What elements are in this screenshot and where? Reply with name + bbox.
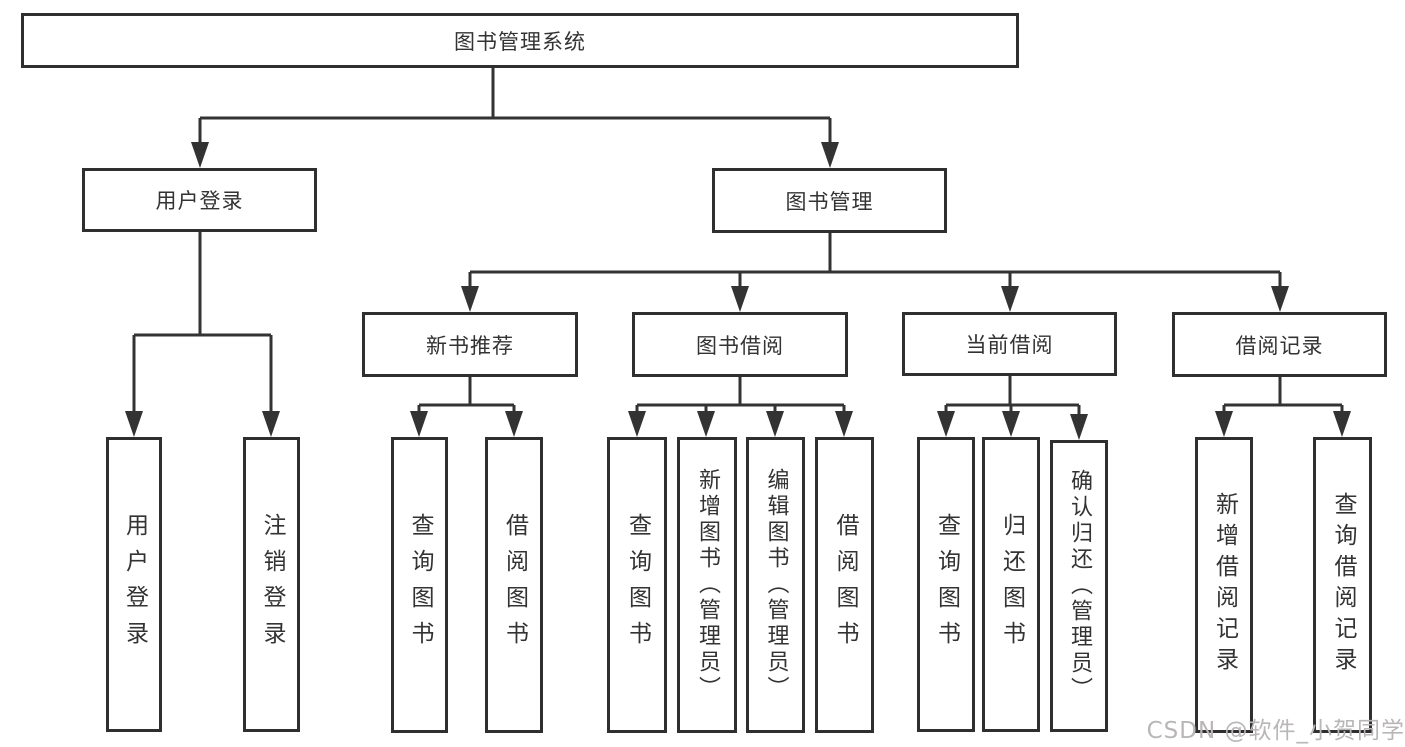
node-user-login-label: 用户登录 [155,189,244,213]
node-book-management-label: 图书管理 [785,189,874,214]
leaf-newbook-query-label: 查询图书 [407,513,433,657]
node-current-borrow-label: 当前借阅 [965,333,1054,357]
leaf-current-confirm-admin-label: 确认归还（管理员） [1067,469,1092,703]
connector-paths [132,68,1344,418]
leaf-records-add-label: 新增借阅记录 [1211,492,1238,678]
leaf-borrow-borrow-label: 借阅图书 [832,513,858,657]
leaf-newbook-borrow-label: 借阅图书 [501,513,528,657]
leaf-user-login-label: 用户登录 [121,512,148,657]
node-borrow-records: 借阅记录 [1172,312,1387,377]
leaf-records-add: 新增借阅记录 [1195,437,1253,733]
node-current-borrow: 当前借阅 [902,312,1117,376]
leaf-records-query: 查询借阅记录 [1313,437,1372,733]
leaf-borrow-query: 查询图书 [607,437,667,733]
leaf-borrow-borrow: 借阅图书 [815,437,874,733]
node-new-book-recommend: 新书推荐 [362,312,578,377]
leaf-logout-label: 注销登录 [259,512,285,657]
leaf-borrow-edit-admin: 编辑图书（管理员） [746,437,805,733]
leaf-newbook-query: 查询图书 [391,437,448,733]
leaf-current-return-label: 归还图书 [998,512,1025,657]
leaf-borrow-edit-admin-label: 编辑图书（管理员） [763,468,789,702]
node-new-book-recommend-label: 新书推荐 [426,333,514,358]
leaf-borrow-add-admin-label: 新增图书（管理员） [695,468,720,702]
node-root-label: 图书管理系统 [454,29,586,54]
leaf-logout: 注销登录 [243,437,300,732]
node-book-borrow-label: 图书借阅 [696,333,784,358]
leaf-records-query-label: 查询借阅记录 [1330,492,1356,678]
arrowheads [125,142,1351,440]
leaf-borrow-add-admin: 新增图书（管理员） [677,437,737,733]
node-book-borrow: 图书借阅 [632,312,848,377]
watermark: CSDN @软件_小贺同学 [1146,718,1405,744]
leaf-borrow-query-label: 查询图书 [624,513,651,657]
node-borrow-records-label: 借阅记录 [1235,333,1324,358]
leaf-current-confirm-admin: 确认归还（管理员） [1050,440,1108,732]
leaf-newbook-borrow: 借阅图书 [485,437,543,733]
node-user-login: 用户登录 [82,168,317,232]
node-book-management: 图书管理 [712,168,947,233]
leaf-user-login: 用户登录 [106,437,162,732]
leaf-current-query-label: 查询图书 [933,512,960,657]
node-root: 图书管理系统 [21,13,1019,68]
leaf-current-return: 归还图书 [982,437,1040,732]
leaf-current-query: 查询图书 [917,437,975,732]
